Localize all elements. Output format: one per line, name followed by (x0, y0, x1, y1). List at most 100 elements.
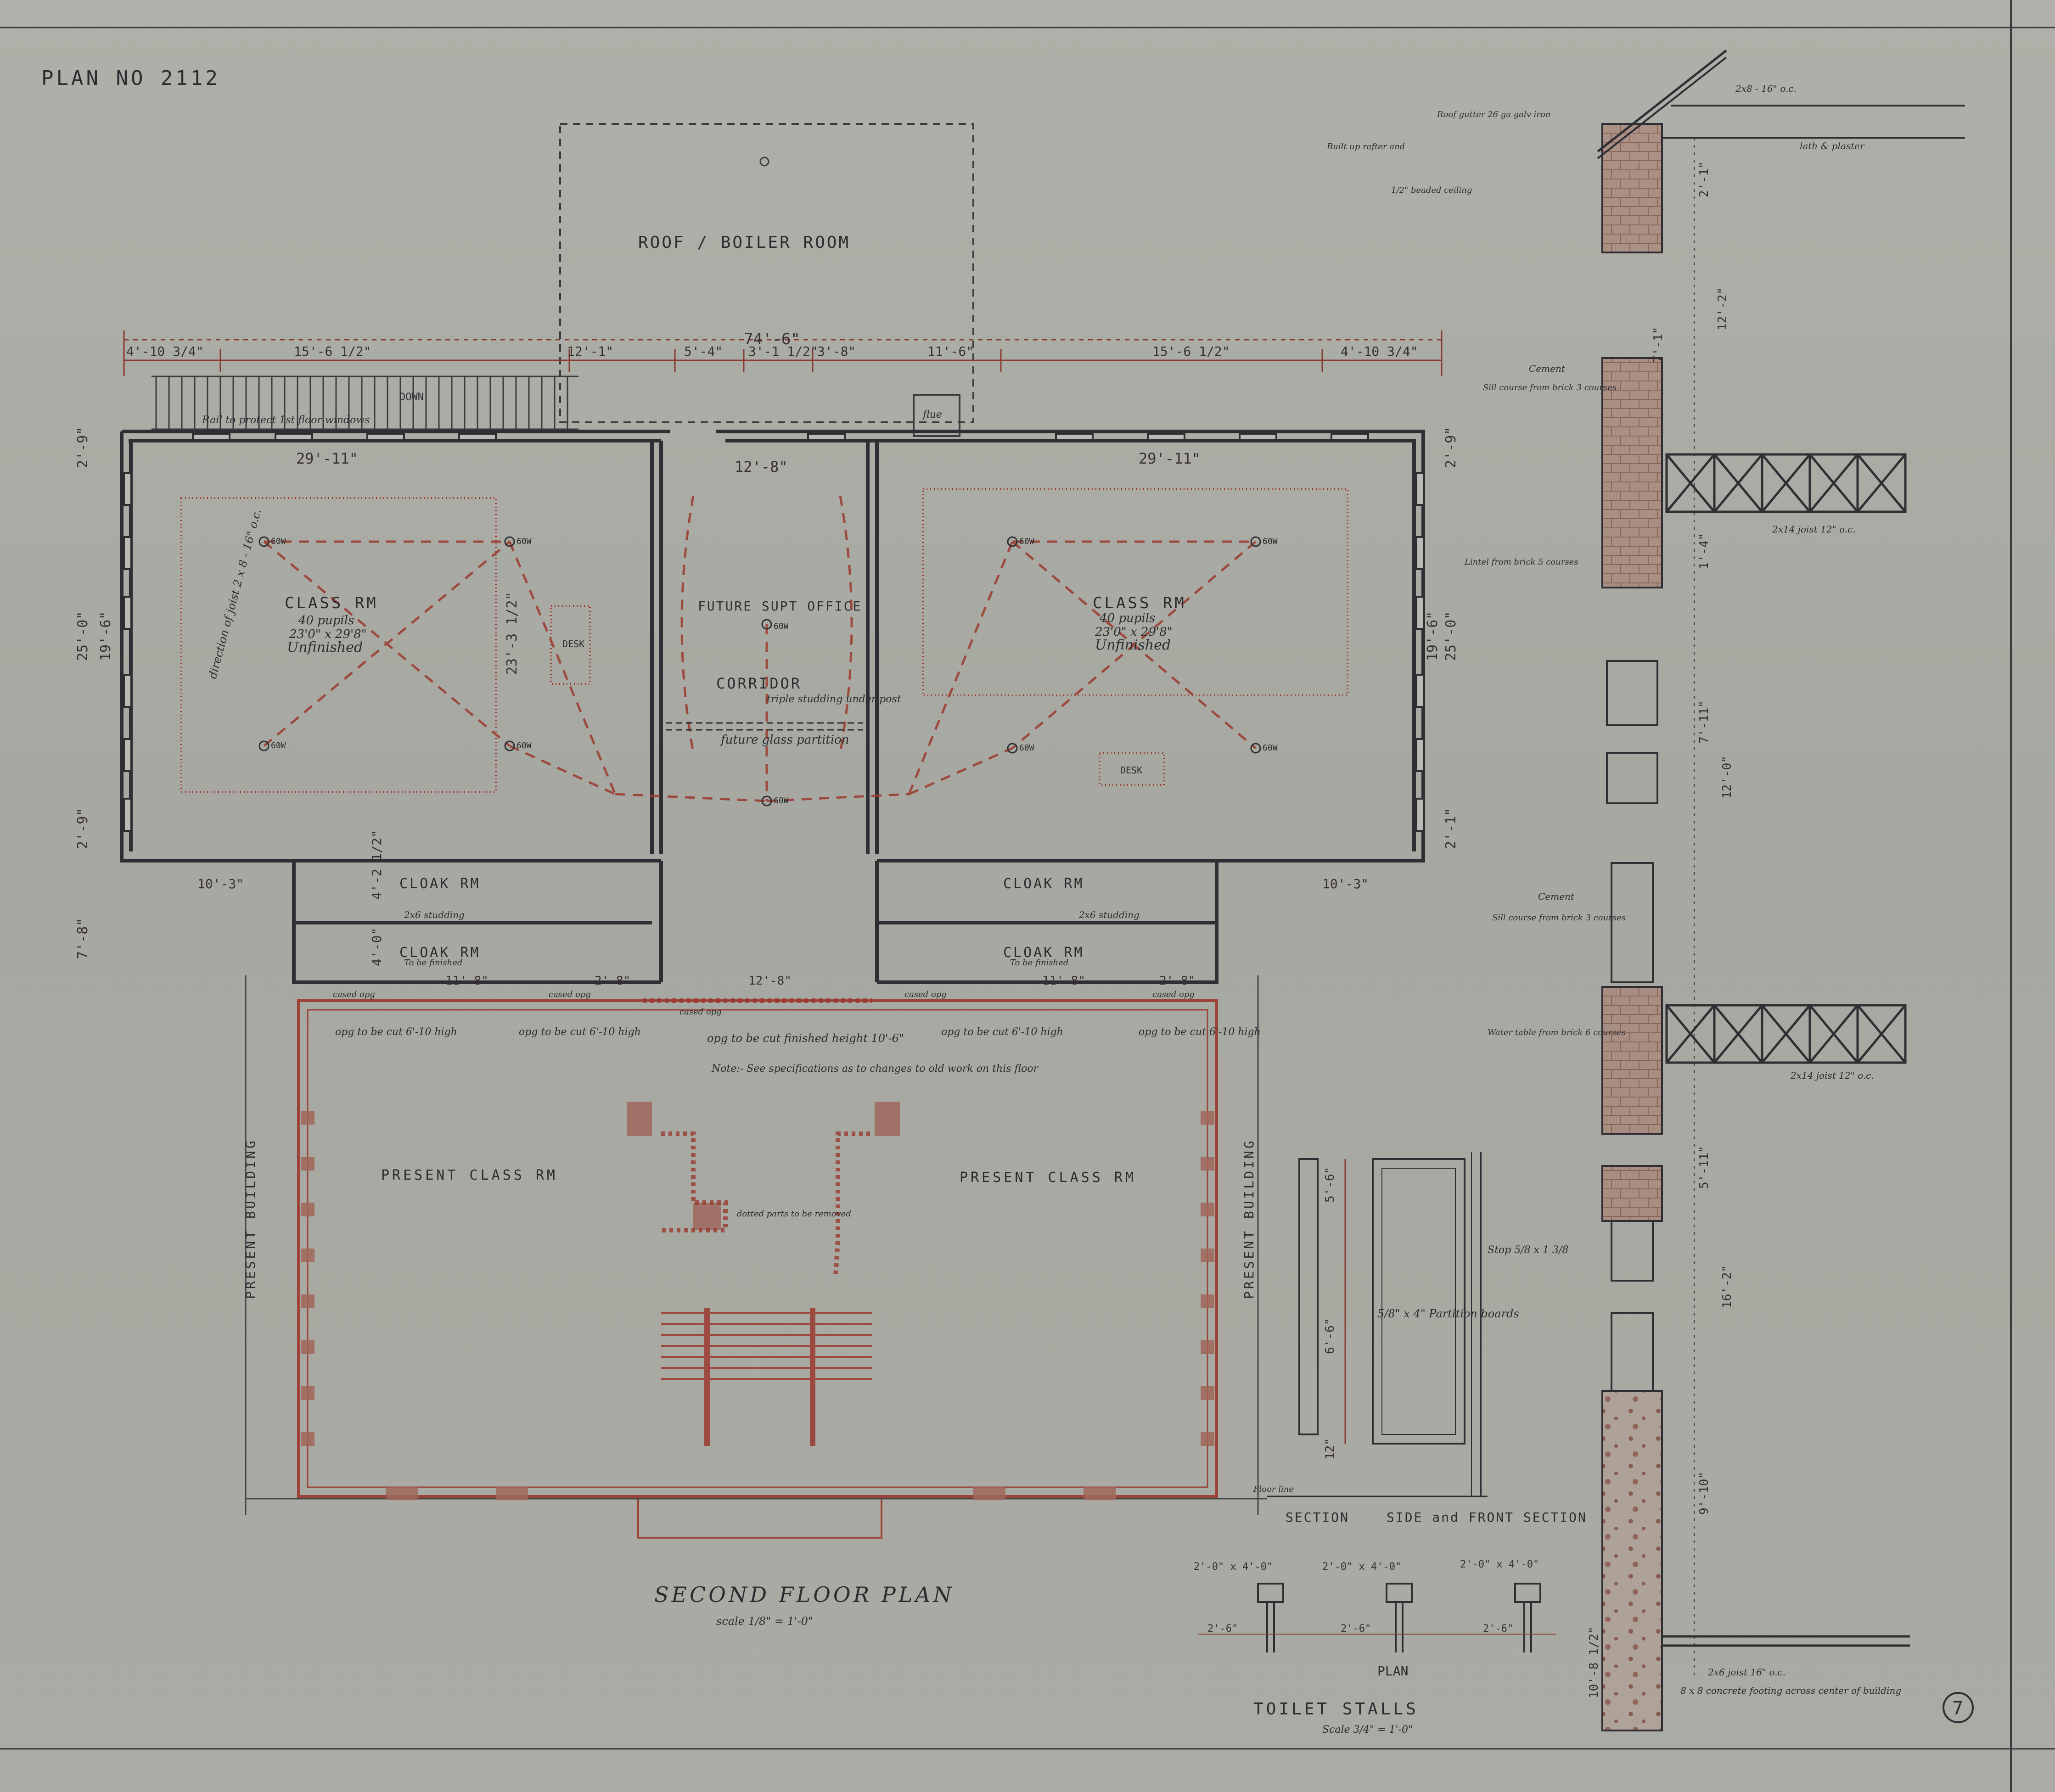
present-class-right: PRESENT CLASS RM (960, 1170, 1136, 1186)
wall-height: 12'-0" (1720, 756, 1734, 799)
left-dimension: 2'-9" (75, 808, 91, 849)
present-class-left: PRESENT CLASS RM (381, 1167, 558, 1183)
desk-left: DESK (562, 638, 584, 650)
left-dimension: 25'-0" (75, 611, 91, 661)
sheet-number-circle (1943, 1692, 1974, 1723)
cloak-dimensions: 10'-3"10'-3"4'-2 1/2"4'-0"11'-8"2'-8"12'… (197, 830, 1369, 988)
top-dimension: 5'-4" (684, 344, 723, 359)
present-windows (301, 1111, 1214, 1500)
light-label: 60W (1019, 537, 1034, 546)
joist-direction-note: direction of joist 2 x 8 - 16" o.c. (206, 508, 264, 680)
room-depth: 23'-3 1/2" (504, 592, 520, 675)
side-dimensions: 2'-9"25'-0"19'-6"2'-9"7'-8"2'-9"25'-0"19… (75, 427, 1459, 959)
light-label: 60W (517, 741, 532, 750)
toilet-stop-note: Stop 5/8 x 1 3/8 (1488, 1244, 1568, 1256)
wall-height: 10'-8 1/2" (1587, 1626, 1601, 1698)
toilet-floor-line: Floor line (1253, 1484, 1294, 1494)
top-dimension-lines (123, 330, 1443, 376)
opening-note: opg to be cut 6'-10 high (335, 1026, 457, 1038)
light-label: 60W (517, 537, 532, 546)
glass-partition (666, 722, 863, 731)
cased-opening-label: cased opg (333, 990, 375, 999)
opening-note: opg to be cut 6'-10 high (941, 1026, 1063, 1038)
overall-dimension: 74'-6" (744, 330, 800, 348)
wall-joist-3: 2x6 joist 16" o.c. (1707, 1667, 1785, 1678)
toilet-stalls-scale: Scale 3/4" = 1'-0" (1322, 1724, 1413, 1736)
wall-plaster: lath & plaster (1800, 140, 1865, 151)
toilet-width: 2'-6" (1341, 1623, 1371, 1635)
flue-label: flue (922, 409, 942, 420)
wall-ceiling: 1/2" beaded ceiling (1391, 185, 1472, 195)
window-marks (123, 433, 1425, 832)
specifications-note: Note:- See specifications as to changes … (711, 1063, 1039, 1075)
top-dimension: 3'-8" (817, 344, 856, 359)
wall-gutter: Roof gutter 26 ga galv iron (1437, 110, 1550, 119)
toilet-plan-drawing (1198, 1583, 1556, 1652)
wall-sill-1: Sill course from brick 3 courses (1483, 383, 1617, 392)
right-dimension: 2'-1" (1443, 808, 1459, 849)
wall-height: 5'-11" (1697, 1146, 1711, 1189)
wiring-lines (263, 495, 1257, 802)
light-label: 60W (271, 741, 286, 750)
lower-dimension: 12'-8" (748, 974, 792, 988)
class-right-size: 23'0" x 29'8" (1095, 625, 1173, 639)
wall-joist-1: 2x14 joist 12" o.c. (1772, 524, 1856, 535)
left-dimension: 7'-8" (75, 918, 91, 959)
plan-title: SECOND FLOOR PLAN (654, 1582, 955, 1607)
light-fixtures (258, 536, 1261, 806)
wall-cement-1: Cement (1529, 363, 1566, 374)
opening-note: opg to be cut 6'-10 high (1139, 1026, 1261, 1038)
flue-box (913, 394, 960, 437)
wall-sill-2: Sill course from brick 3 courses (1492, 913, 1626, 923)
light-label: 60W (774, 622, 789, 631)
plan-number: PLAN NO 2112 (41, 67, 220, 90)
cloak-dimension: 4'-2 1/2" (369, 830, 384, 900)
class-left-pupils: 40 pupils (298, 614, 354, 627)
stall-size: 2'-0" x 4'-0" (1460, 1559, 1539, 1570)
class-left-status: Unfinished (287, 639, 363, 655)
room-width: 29'-11" (1139, 450, 1201, 467)
present-building-walls (245, 975, 1267, 1539)
toilet-side-front-label: SIDE and FRONT SECTION (1387, 1510, 1587, 1525)
left-dimension: 2'-9" (75, 427, 91, 468)
office-label: FUTURE SUPT OFFICE (698, 599, 862, 614)
class-right-name: CLASS RM (1093, 594, 1186, 612)
room-width: 12'-8" (735, 458, 788, 476)
wall-heights: 2'-1"12'-2"7'-1"1'-4"7'-11"12'-0"5'-11"1… (1587, 162, 1734, 1698)
top-dimension: 4'-10 3/4" (1341, 344, 1418, 359)
wall-water-table: Water table from brick 6 courses (1488, 1028, 1625, 1037)
present-building-left: PRESENT BUILDING (243, 1138, 258, 1299)
top-dimension: 4'-10 3/4" (126, 344, 204, 359)
studding-right: 2x6 studding (1078, 909, 1140, 920)
wall-joist-2: 2x14 joist 12" o.c. (1790, 1070, 1874, 1081)
cased-opening-label: cased opg (1152, 990, 1195, 999)
right-dimension: 2'-9" (1443, 427, 1459, 468)
wall-height: 9'-10" (1697, 1472, 1711, 1515)
to-be-finished-left: To be finished (404, 958, 462, 968)
toilet-partition-note: 5/8" x 4" Partition boards (1377, 1307, 1519, 1320)
remove-note: dotted parts to be removed (737, 1209, 851, 1219)
cloak-room-2: CLOAK RM (399, 945, 481, 961)
light-label: 60W (1263, 537, 1278, 546)
toilet-height: 12" (1323, 1438, 1337, 1460)
top-dimension: 15'-6 1/2" (1152, 344, 1230, 359)
cloak-dimension: 10'-3" (197, 876, 244, 891)
present-building-right: PRESENT BUILDING (1241, 1138, 1257, 1299)
lower-dimension: 2'-8" (1159, 974, 1195, 988)
lower-dimension: 11'-8" (1042, 974, 1085, 988)
wall-height: 12'-2" (1716, 287, 1729, 330)
cloak-room-4: CLOAK RM (1003, 945, 1084, 961)
light-label: 60W (271, 537, 286, 546)
center-opening-note: opg to be cut finished height 10'-6" (707, 1032, 904, 1045)
corridor-note: triple studding under post (767, 694, 901, 705)
plan-scale: scale 1/8" = 1'-0" (716, 1615, 813, 1628)
corridor-label: CORRIDOR (716, 675, 802, 692)
chimney-blocks (627, 1102, 900, 1230)
roof-boiler-outline (559, 123, 974, 423)
stall-size: 2'-0" x 4'-0" (1194, 1561, 1273, 1573)
studding-left: 2x6 studding (404, 909, 465, 920)
toilet-widths: 2'-6"2'-6"2'-6"2'-0" x 4'-0"2'-0" x 4'-0… (1194, 1559, 1539, 1635)
